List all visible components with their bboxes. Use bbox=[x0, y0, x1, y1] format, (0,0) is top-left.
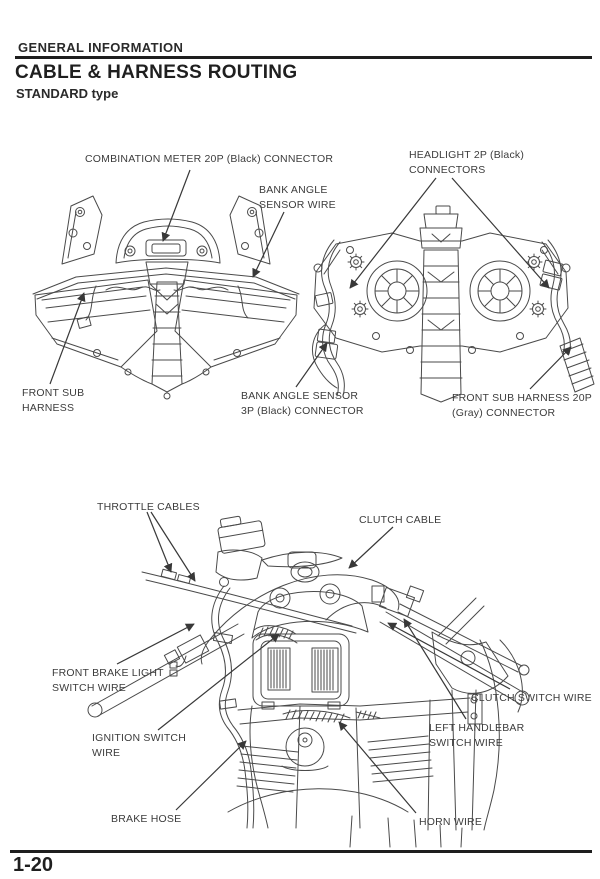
label-brake-hose: BRAKE HOSE bbox=[111, 813, 182, 825]
clutch-cable bbox=[200, 574, 400, 665]
label-throttle-cables: THROTTLE CABLES bbox=[97, 501, 200, 513]
left-bulb-cover bbox=[366, 260, 428, 322]
bank-angle-sensor-3p-connector bbox=[316, 328, 337, 344]
footer-rule bbox=[10, 850, 592, 853]
label-combination-meter-connector: COMBINATION METER 20P (Black) CONNECTOR bbox=[85, 153, 334, 165]
label-headlight-connectors: HEADLIGHT 2P (Black) CONNECTORS bbox=[409, 149, 525, 176]
brake-hose bbox=[211, 585, 255, 829]
label-front-sub-harness: FRONT SUB HARNESS bbox=[22, 387, 85, 414]
right-stay bbox=[229, 195, 271, 265]
left-headlight-lens bbox=[34, 279, 158, 368]
horn-wire-band bbox=[282, 709, 381, 724]
page-subtitle: STANDARD type bbox=[16, 86, 119, 101]
page-title: CABLE & HARNESS ROUTING bbox=[15, 62, 298, 83]
front-view-drawing bbox=[32, 195, 300, 400]
front-sub-harness-20p-connector bbox=[559, 337, 595, 393]
section-header: GENERAL INFORMATION bbox=[18, 40, 184, 55]
label-horn-wire: HORN WIRE bbox=[419, 816, 483, 828]
left-harness-wire bbox=[311, 239, 345, 397]
label-left-handlebar-switch-wire: LEFT HANDLEBAR SWITCH WIRE bbox=[429, 722, 525, 749]
handlebar-view-drawing bbox=[87, 515, 530, 848]
ignition-panel bbox=[252, 633, 350, 710]
rear-view-drawing bbox=[311, 205, 595, 403]
page-number: 1-20 bbox=[13, 854, 54, 876]
label-bank-angle-sensor-wire: BANK ANGLE SENSOR WIRE bbox=[259, 184, 336, 211]
right-headlight-lens bbox=[174, 279, 298, 368]
label-ignition-switch-wire: IGNITION SWITCH WIRE bbox=[92, 732, 186, 759]
throttle-cables bbox=[141, 568, 357, 634]
right-harness-wire bbox=[539, 239, 595, 393]
header-rule bbox=[15, 56, 592, 59]
label-bank-angle-sensor-connector: BANK ANGLE SENSOR 3P (Black) CONNECTOR bbox=[241, 390, 364, 417]
brake-master-cylinder bbox=[217, 515, 266, 554]
combination-meter bbox=[115, 218, 221, 264]
leader-lines bbox=[49, 169, 572, 814]
left-stay bbox=[61, 195, 103, 265]
horn bbox=[285, 727, 325, 767]
label-front-brake-light-switch-wire: FRONT BRAKE LIGHT SWITCH WIRE bbox=[52, 667, 164, 694]
label-clutch-switch-wire: CLUTCH SWITCH WIRE bbox=[471, 692, 592, 704]
label-front-sub-harness-connector: FRONT SUB HARNESS 20P (Gray) CONNECTOR bbox=[452, 392, 592, 419]
label-clutch-cable: CLUTCH CABLE bbox=[359, 514, 442, 526]
right-bulb-cover bbox=[469, 260, 531, 322]
